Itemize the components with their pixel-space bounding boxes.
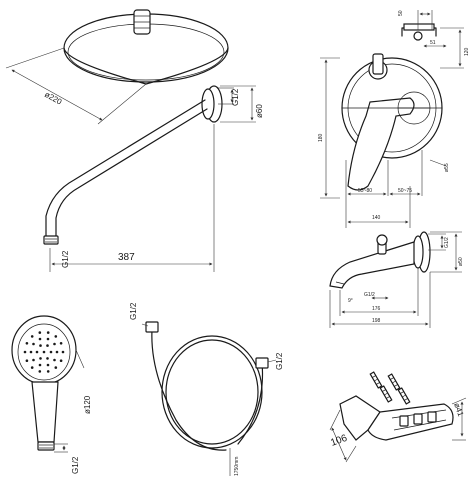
holder-width-label: 106 bbox=[329, 433, 349, 449]
mixer-top-b-label: 51 bbox=[430, 40, 436, 46]
mixer-range-a-label: 55~80 bbox=[358, 188, 372, 194]
mixer-left-dimension: 180 bbox=[318, 57, 340, 199]
mixer-diameter-label: ø55 bbox=[444, 163, 450, 172]
nozzle-dot bbox=[54, 335, 58, 338]
spout-thread-label: G1/2 bbox=[444, 237, 450, 248]
spout-length-dimensions: 176 198 bbox=[329, 268, 431, 328]
nozzle-dot bbox=[32, 342, 35, 346]
nozzle-dot bbox=[54, 366, 58, 369]
nozzle-dot bbox=[30, 366, 34, 369]
mixer-left-label: 180 bbox=[318, 133, 324, 142]
shower-arm bbox=[43, 85, 223, 245]
mixer-depth-label: 140 bbox=[372, 215, 381, 221]
arm-length-dimension: 387 bbox=[49, 124, 215, 272]
hand-thread-dimension: G1/2 bbox=[54, 443, 80, 474]
arm-length-label: 387 bbox=[118, 252, 135, 263]
concealed-mixer bbox=[341, 23, 443, 191]
nozzle-dot bbox=[29, 350, 33, 354]
mixer-top-a-label: 50 bbox=[398, 10, 404, 16]
shower-hose bbox=[145, 321, 269, 451]
spout-angle-label: 9° bbox=[348, 298, 353, 304]
nozzle-dot bbox=[25, 342, 29, 345]
hose-length-dimension: 1750mm bbox=[229, 448, 240, 476]
nozzle-dot bbox=[46, 331, 50, 334]
spout-length-a-label: 176 bbox=[372, 306, 381, 312]
arm-flange-dimension: ø60 bbox=[220, 85, 264, 123]
mixer-bottom-dimensions: 55~80 50~75 140 ø55 bbox=[345, 150, 450, 228]
mixer-right-label: 120 bbox=[464, 47, 470, 56]
nozzle-dot bbox=[53, 342, 56, 346]
nozzle-dot bbox=[61, 350, 65, 354]
nozzle-dot bbox=[46, 370, 50, 373]
spout-length-b-label: 198 bbox=[372, 318, 381, 324]
nozzle-dot bbox=[38, 331, 42, 334]
nozzle-dot bbox=[46, 337, 50, 341]
nozzle-dot bbox=[59, 342, 63, 345]
hand-diameter-dimension: ø120 bbox=[75, 349, 92, 414]
holder-height-dimension: ø41 bbox=[451, 397, 467, 441]
holder-screws bbox=[369, 371, 411, 405]
hand-thread-label: G1/2 bbox=[71, 456, 80, 474]
nozzle-dot bbox=[55, 350, 59, 354]
wall-holder bbox=[339, 395, 454, 441]
arm-thread-label: G1/2 bbox=[231, 88, 240, 106]
hand-shower bbox=[11, 315, 77, 451]
spout-inner-thread-dimension: G1/2 bbox=[364, 292, 389, 300]
nozzle-dot bbox=[46, 344, 49, 347]
nozzle-dot bbox=[53, 358, 56, 362]
nozzle-dot bbox=[38, 363, 42, 367]
nozzle-dot bbox=[39, 357, 42, 360]
hand-diameter-label: ø120 bbox=[83, 395, 92, 414]
nozzle-dot bbox=[49, 350, 53, 354]
head-diameter-label: ø220 bbox=[43, 90, 64, 107]
hose-length-label: 1750mm bbox=[234, 457, 240, 476]
arm-outlet-thread-label: G1/2 bbox=[61, 250, 70, 268]
nozzle-dot bbox=[39, 344, 42, 347]
hand-shower-nozzles bbox=[23, 331, 65, 373]
nozzle-dot bbox=[38, 337, 42, 341]
nozzle-dot bbox=[25, 359, 29, 363]
spout-thread-dimension: G1/2 bbox=[428, 233, 450, 251]
nozzle-dot bbox=[38, 370, 42, 373]
overhead-shower-head bbox=[63, 9, 229, 85]
nozzle-dot bbox=[46, 363, 50, 367]
spout-height-label: ø50 bbox=[458, 257, 464, 266]
spout-inner-thread-label: G1/2 bbox=[364, 292, 375, 298]
nozzle-dot bbox=[23, 350, 27, 354]
hose-left-thread-label: G1/2 bbox=[129, 302, 138, 320]
nozzle-dot bbox=[30, 335, 34, 338]
holder-height-label: ø41 bbox=[452, 402, 465, 419]
arm-thread-dimension: G1/2 bbox=[218, 87, 240, 106]
arm-flange-label: ø60 bbox=[255, 104, 264, 118]
hose-right-thread-label: G1/2 bbox=[275, 352, 284, 370]
nozzle-dot bbox=[42, 350, 46, 354]
mixer-range-b-label: 50~75 bbox=[398, 188, 412, 194]
nozzle-dot bbox=[46, 357, 49, 360]
nozzle-dot bbox=[35, 350, 39, 354]
spout-height-dimension: ø50 bbox=[430, 231, 464, 273]
nozzle-dot bbox=[32, 358, 35, 362]
nozzle-dot bbox=[59, 359, 63, 363]
bath-spout bbox=[329, 231, 431, 289]
mixer-right-dimension: 120 bbox=[440, 27, 470, 69]
mixer-top-dimensions: 50 51 bbox=[398, 10, 447, 48]
